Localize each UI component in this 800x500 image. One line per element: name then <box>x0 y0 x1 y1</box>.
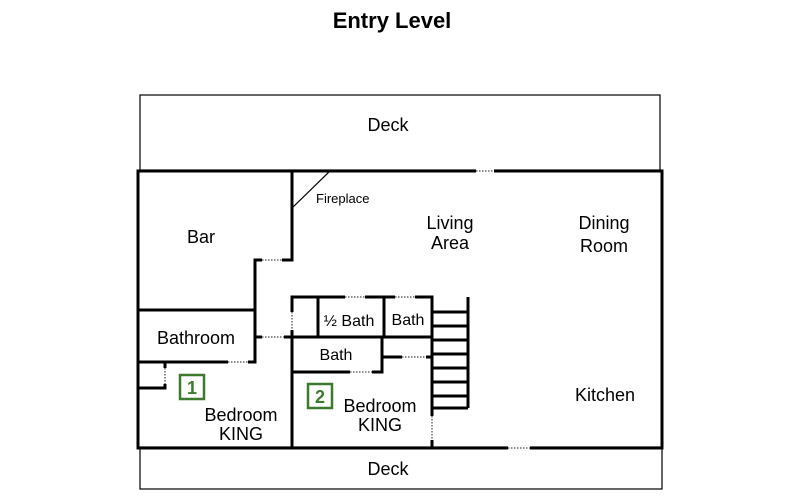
deck-bottom-label: Deck <box>367 459 409 479</box>
bedroom2-number: 2 <box>315 387 325 407</box>
dining-label-2: Room <box>580 236 628 256</box>
bedroom2-label-1: Bedroom <box>343 396 416 416</box>
living-label-1: Living <box>426 213 473 233</box>
kitchen-label: Kitchen <box>575 385 635 405</box>
bath-lower-label: Bath <box>320 347 353 364</box>
fireplace-label: Fireplace <box>316 191 369 206</box>
living-label-2: Area <box>431 233 470 253</box>
half-bath-label: ½ Bath <box>324 313 375 330</box>
deck-top-label: Deck <box>367 115 409 135</box>
stairs <box>432 297 470 410</box>
bedroom1-badge: 1 <box>178 373 206 401</box>
bedroom1-label-1: Bedroom <box>204 405 277 425</box>
bedroom2-label-2: KING <box>358 415 402 435</box>
bathroom-label: Bathroom <box>157 328 235 348</box>
bedroom2-badge: 2 <box>306 382 334 410</box>
door-marks <box>164 170 530 449</box>
bar-label: Bar <box>187 227 215 247</box>
bedroom1-label-2: KING <box>219 424 263 444</box>
plan-title: Entry Level <box>333 8 452 33</box>
bedroom1-number: 1 <box>187 378 197 398</box>
dining-label-1: Dining <box>578 213 629 233</box>
bath-upper-label: Bath <box>392 312 425 329</box>
